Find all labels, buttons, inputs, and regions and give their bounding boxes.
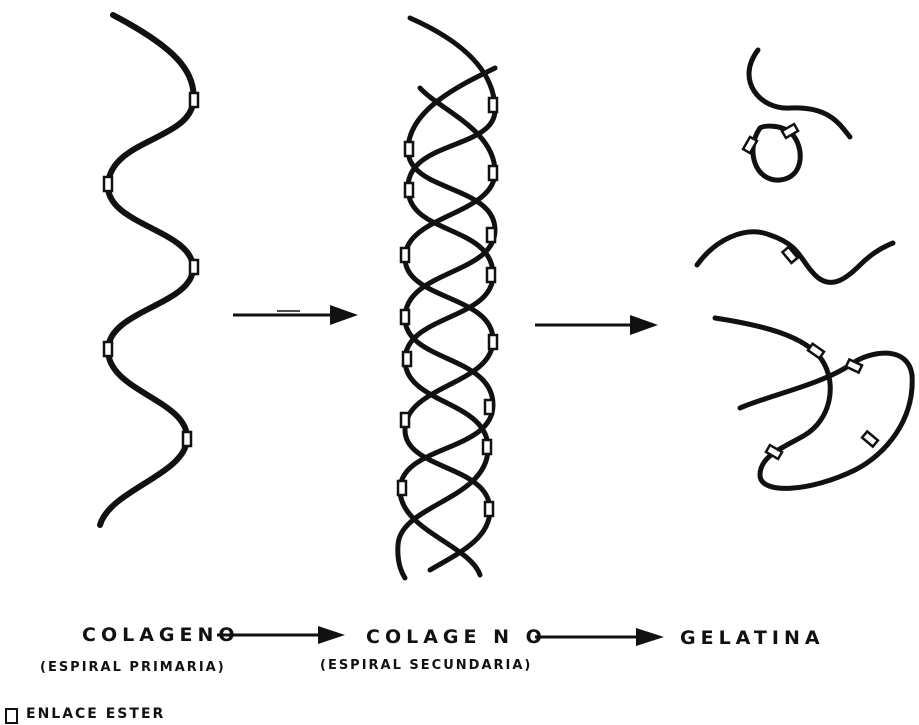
- ester-bond-marker: [401, 310, 409, 324]
- ester-bond-marker: [487, 268, 495, 282]
- gelatin-strands: [697, 50, 912, 488]
- tertiary-title: GELATINA: [680, 627, 825, 649]
- ester-bond-marker: [190, 93, 198, 107]
- arrow-primary-to-secondary: [233, 305, 358, 325]
- ester-bond-markers: [104, 93, 198, 446]
- square-icon: [5, 708, 18, 724]
- ester-bond-marker: [403, 352, 411, 366]
- secondary-subtitle: (ESPIRAL SECUNDARIA): [320, 658, 532, 673]
- ester-bond-marker: [489, 98, 497, 112]
- label-arrow-2-head: [636, 628, 664, 646]
- ester-bond-marker: [401, 413, 409, 427]
- ester-bond-marker: [485, 502, 493, 516]
- gelatin-strand-1: [749, 50, 850, 137]
- primary-spiral: [100, 15, 198, 525]
- ester-bond-marker: [190, 260, 198, 274]
- ester-bond-marker: [485, 400, 493, 414]
- ester-bond-marker: [104, 342, 112, 356]
- ester-bond-marker: [489, 335, 497, 349]
- legend-label: ENLACE ESTER: [26, 706, 165, 722]
- ester-bond-marker: [104, 177, 112, 191]
- primary-subtitle: (ESPIRAL PRIMARIA): [40, 660, 226, 675]
- ester-bond-marker: [398, 481, 406, 495]
- ester-bond-marker: [401, 248, 409, 262]
- primary-strand: [100, 15, 194, 525]
- ester-bond-marker: [405, 183, 413, 197]
- secondary-title: COLAGE N O: [366, 626, 547, 648]
- ester-bond-marker: [405, 142, 413, 156]
- ester-bond-marker: [183, 432, 191, 446]
- ester-bond-marker: [483, 440, 491, 454]
- secondary-spiral: [398, 18, 497, 578]
- arrow-secondary-to-gelatin: [535, 315, 658, 335]
- primary-title: COLAGENO: [82, 624, 240, 646]
- label-arrow-1-head: [318, 626, 345, 644]
- ester-bond-marker: [489, 166, 497, 180]
- ester-bond-marker: [862, 431, 878, 446]
- ester-bond-marker: [487, 228, 495, 242]
- ester-bond-marker: [808, 344, 824, 359]
